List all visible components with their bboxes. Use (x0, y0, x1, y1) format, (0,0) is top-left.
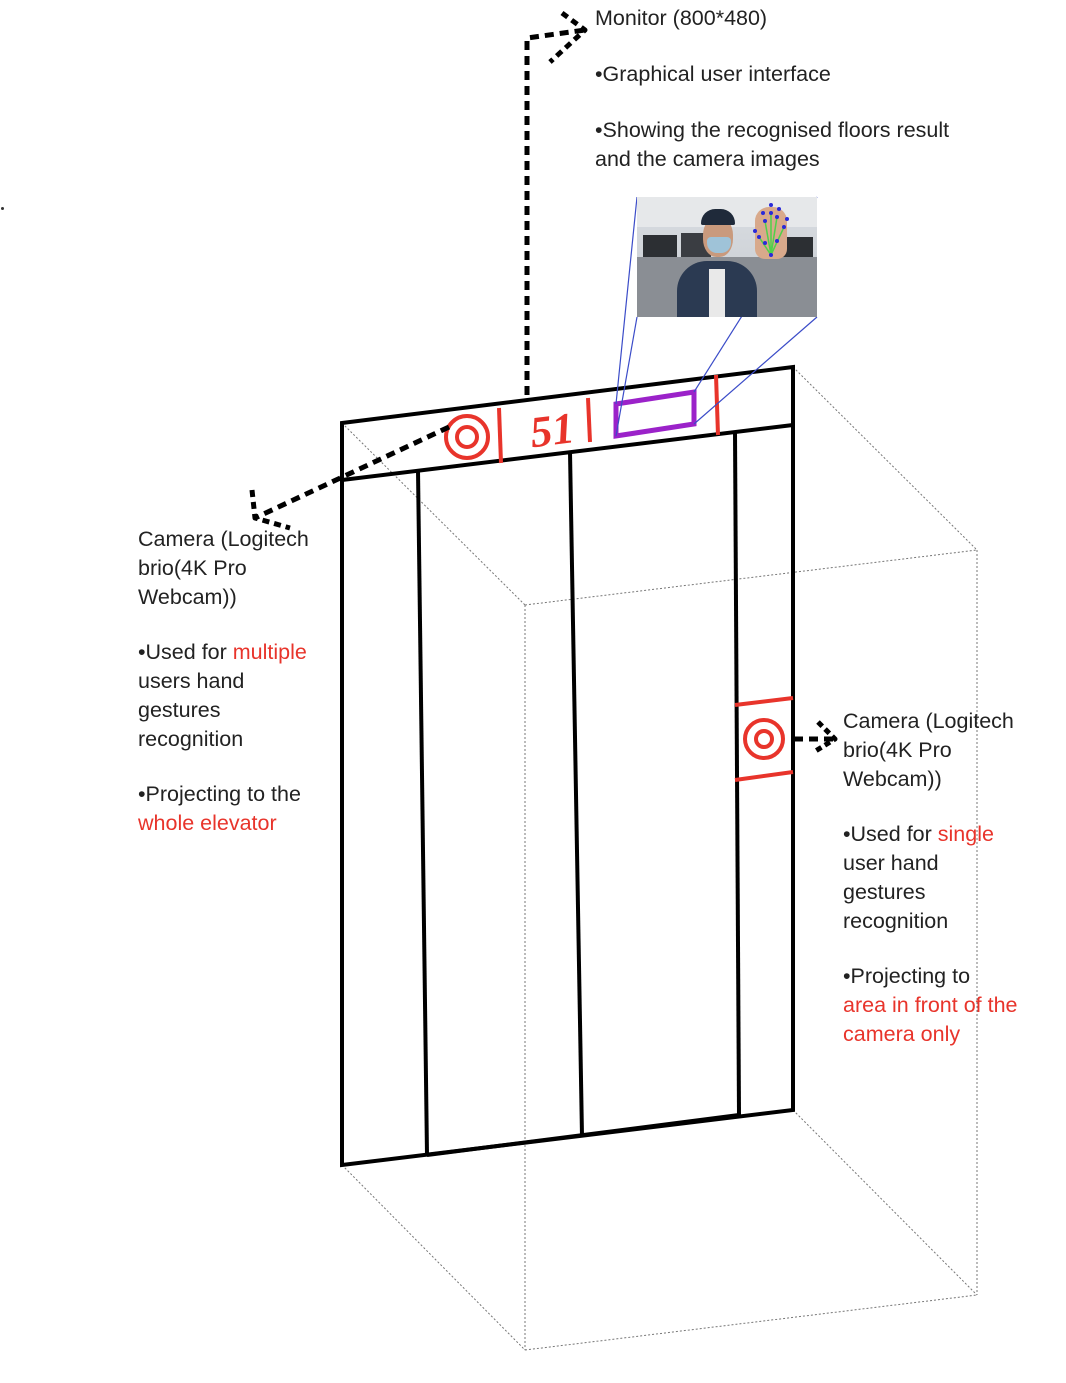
right-wall-camera (734, 696, 794, 782)
zoom-line-left-top (615, 196, 638, 405)
camera-right-use-4: recognition (843, 909, 949, 933)
left-camera-arrowhead (249, 489, 291, 531)
camera-feed-person-cap (701, 209, 735, 225)
monitor-arrowhead (548, 10, 588, 64)
wire-back-bottom (524, 1294, 978, 1351)
camera-left-title-3: Webcam)) (138, 585, 237, 609)
elevator-front-frame (340, 364, 795, 1168)
header-features (444, 374, 720, 464)
camera-right-use-highlight: single (937, 822, 994, 846)
camera-right-use-3: gestures (843, 880, 926, 904)
hand-landmarks-overlay (753, 203, 789, 257)
wire-back-top-right (792, 366, 978, 551)
camera-right-use-prefix: •Used for (843, 822, 938, 846)
camera-left-use-4: recognition (138, 727, 244, 751)
wire-floor-left (341, 1164, 526, 1351)
monitor-bullet-showing-cont: and the camera images (595, 147, 820, 171)
front-outline (340, 364, 795, 1168)
monitor-title: Monitor (800*480) (595, 6, 768, 30)
left-camera-inner-ring (455, 425, 479, 449)
camera-right-annotation: Camera (Logitech brio(4K Pro Webcam)) •U… (843, 707, 1053, 1049)
right-camera-bottom-bar (734, 770, 794, 782)
camera-right-title-2: brio(4K Pro (843, 738, 952, 762)
floor-display-number: 51 (527, 403, 577, 457)
monitor-display-frame (613, 389, 697, 439)
monitor-bullet-showing: •Showing the recognised floors result (595, 118, 950, 142)
camera-left-projecting-highlight: whole elevator (138, 811, 277, 835)
camera-right-projecting-highlight-2: camera only (843, 1022, 961, 1046)
right-door-jamb (733, 431, 741, 1116)
door-center-seam (568, 451, 584, 1137)
zoom-line-right-bottom (693, 316, 818, 425)
monitor-annotation: Monitor (800*480) •Graphical user interf… (595, 4, 1015, 174)
camera-feed-person-shirt (709, 269, 725, 317)
elevator-wireframe (341, 366, 978, 1351)
camera-right-projecting-highlight-1: area in front of the (843, 993, 1018, 1017)
camera-left-use-highlight: multiple (232, 640, 307, 664)
wire-floor-right (792, 1109, 978, 1296)
header-divider-1 (497, 407, 503, 464)
zoom-line-left-bottom (615, 316, 638, 437)
wire-back-top-left (341, 422, 526, 606)
right-camera-outer-ring (743, 718, 785, 760)
monitor-bullet-gui: •Graphical user interface (595, 62, 831, 86)
left-door-jamb (416, 469, 429, 1156)
camera-left-title-1: Camera (Logitech (138, 527, 309, 551)
camera-right-use-line: •Used for single (843, 820, 1053, 849)
arrows (249, 10, 838, 755)
stray-dot (1, 207, 4, 210)
camera-feed-image (637, 197, 817, 317)
camera-left-use-3: gestures (138, 698, 221, 722)
right-camera-inner-ring (754, 729, 774, 749)
camera-left-projecting: •Projecting to the (138, 782, 301, 806)
right-camera-top-bar (734, 696, 794, 707)
header-divider-2 (586, 397, 592, 443)
camera-left-title-2: brio(4K Pro (138, 556, 247, 580)
camera-right-projecting: •Projecting to (843, 964, 971, 988)
left-camera-arrow-line (253, 424, 451, 521)
monitor-arrow-line (524, 27, 586, 395)
wire-back-top (524, 549, 978, 606)
camera-left-use-2: users hand (138, 669, 245, 693)
header-divider-3 (714, 374, 720, 436)
camera-left-annotation: Camera (Logitech brio(4K Pro Webcam)) •U… (138, 525, 338, 838)
right-camera-arrowhead (812, 720, 838, 755)
camera-feed-person-mask (707, 237, 731, 253)
camera-left-use-line: •Used for multiple (138, 638, 338, 667)
threshold-line (426, 1113, 740, 1157)
left-camera-outer-ring (444, 414, 490, 460)
camera-right-use-2: user hand (843, 851, 939, 875)
camera-right-title-3: Webcam)) (843, 767, 942, 791)
camera-feed-background-monitor (643, 235, 677, 257)
camera-right-title-1: Camera (Logitech (843, 709, 1014, 733)
camera-left-use-prefix: •Used for (138, 640, 233, 664)
